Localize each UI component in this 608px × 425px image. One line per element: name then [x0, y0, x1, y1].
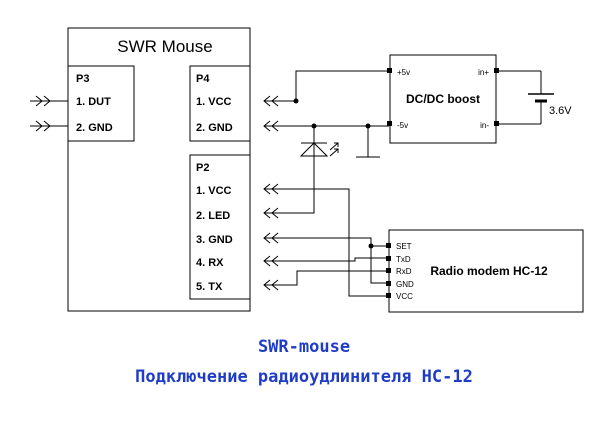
- dcdc-boost-title: DC/DC boost: [406, 92, 480, 106]
- junction-dots: [293, 98, 374, 249]
- battery-voltage: 3.6V: [549, 105, 572, 117]
- led-icon: [299, 142, 339, 157]
- modem-pin-rxd: RxD: [396, 267, 412, 276]
- dcdc-pin-plus5: +5v: [397, 68, 410, 77]
- dcdc-terminal-plus5: [387, 68, 392, 73]
- dcdc-pin-in-plus: in+: [478, 68, 489, 77]
- caption-title: SWR-mouse: [258, 337, 350, 357]
- p2-connector: [189, 154, 251, 300]
- p3-pin-1: 1. DUT: [76, 96, 111, 108]
- modem-pin-vcc: VCC: [396, 292, 413, 301]
- dcdc-pin-minus5: -5v: [397, 121, 408, 130]
- modem-pin-gnd: GND: [396, 280, 414, 289]
- p2-pin-1: 1. VCC: [196, 185, 232, 197]
- modem-pin-set: SET: [396, 242, 412, 251]
- dcdc-pin-in-minus: in-: [480, 121, 489, 130]
- wires: [264, 70, 389, 297]
- dcdc-terminal-minus5: [387, 121, 392, 126]
- p3-label: P3: [76, 73, 89, 85]
- battery-icon: [496, 70, 554, 125]
- dcdc-boost-box: [389, 54, 497, 144]
- p3-pin-2: 2. GND: [76, 122, 113, 134]
- p4-pin-1: 1. VCC: [196, 96, 232, 108]
- p2-pin-2: 2. LED: [196, 210, 230, 222]
- p2-label: P2: [196, 162, 209, 174]
- p3-input-arrows: [30, 95, 68, 132]
- modem-terminals: [386, 243, 391, 298]
- p2-pin-5: 5. TX: [196, 281, 223, 293]
- p4-connector: [189, 65, 251, 142]
- caption-subtitle: Подключение радиоудлинителя HC-12: [135, 367, 473, 387]
- modem-pin-txd: TxD: [396, 255, 411, 264]
- p4-pin-2: 2. GND: [196, 122, 233, 134]
- swr-mouse-title: SWR Mouse: [117, 37, 212, 56]
- p4-label: P4: [196, 73, 210, 85]
- radio-modem-title: Radio modem HC-12: [430, 264, 548, 278]
- p3-connector: [67, 65, 135, 142]
- p2-pin-3: 3. GND: [196, 234, 233, 246]
- p2-pin-4: 4. RX: [196, 257, 224, 269]
